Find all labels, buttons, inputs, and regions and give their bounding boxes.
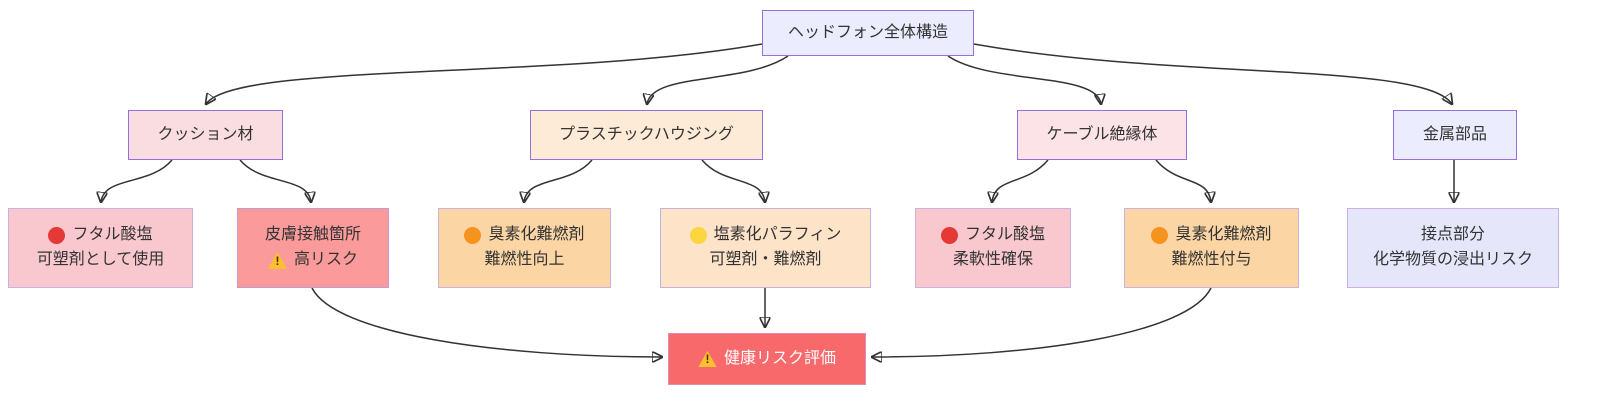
edge-brominated2-to-risk <box>872 287 1212 357</box>
node-sublabel: 可塑剤・難燃剤 <box>709 251 822 268</box>
edge-skin-to-risk <box>311 287 662 357</box>
edge-cushion-to-phthalates <box>101 159 173 202</box>
node-skin-contact: 皮膚接触箇所 高リスク <box>237 208 389 288</box>
node-metal-parts: 金属部品 <box>1393 110 1517 160</box>
edge-cable-to-brominated <box>1155 159 1211 202</box>
edge-root-to-cable <box>947 55 1101 104</box>
node-cable-phthalates: フタル酸塩 柔軟性確保 <box>915 208 1071 288</box>
edge-root-to-cushion <box>206 43 763 104</box>
node-label: ヘッドフォン全体構造 <box>787 23 948 41</box>
node-contact-points: 接点部分 化学物質の浸出リスク <box>1347 208 1559 288</box>
edge-housing-to-brominated <box>524 159 593 202</box>
yellow-circle-icon <box>689 227 707 245</box>
node-sublabel: 高リスク <box>293 251 358 268</box>
node-label: フタル酸塩 <box>964 226 1045 244</box>
node-sublabel: 難燃性向上 <box>484 251 565 268</box>
node-label: フタル酸塩 <box>72 226 153 244</box>
warning-icon <box>697 350 717 368</box>
orange-circle-icon <box>464 227 482 245</box>
node-label: クッション材 <box>157 125 254 143</box>
edge-cushion-to-skin <box>239 159 311 202</box>
node-label: ケーブル絶縁体 <box>1046 125 1158 143</box>
node-label: 臭素化難燃剤 <box>1175 226 1272 244</box>
node-cable-insulation: ケーブル絶縁体 <box>1017 110 1187 160</box>
node-cable-brominated: 臭素化難燃剤 難燃性付与 <box>1124 208 1299 288</box>
edge-root-to-housing <box>647 55 789 104</box>
red-circle-icon <box>48 227 66 245</box>
node-label: プラスチックハウジング <box>559 125 734 143</box>
node-label: 接点部分 <box>1420 226 1485 244</box>
node-label: 臭素化難燃剤 <box>488 226 585 244</box>
node-sublabel: 化学物質の浸出リスク <box>1372 251 1533 268</box>
edge-root-to-metal <box>973 43 1452 104</box>
node-cushion-phthalates: フタル酸塩 可塑剤として使用 <box>8 208 193 288</box>
node-cushion-material: クッション材 <box>128 110 283 160</box>
node-chlorinated-paraffin: 塩素化パラフィン 可塑剤・難燃剤 <box>660 208 871 288</box>
node-label: 健康リスク評価 <box>723 349 836 367</box>
node-label: 金属部品 <box>1422 125 1487 143</box>
warning-icon <box>267 252 287 269</box>
node-sublabel: 難燃性付与 <box>1171 251 1252 268</box>
edge-cable-to-phthalates <box>992 159 1049 202</box>
node-health-risk-assessment: 健康リスク評価 <box>668 333 866 385</box>
node-label: 塩素化パラフィン <box>713 226 842 244</box>
node-plastic-housing: プラスチックハウジング <box>530 110 763 160</box>
red-circle-icon <box>940 227 958 245</box>
orange-circle-icon <box>1151 227 1169 245</box>
node-headphone-structure: ヘッドフォン全体構造 <box>762 10 974 56</box>
edge-housing-to-chlorinated <box>701 159 765 202</box>
node-sublabel: 柔軟性確保 <box>952 251 1033 268</box>
node-housing-brominated: 臭素化難燃剤 難燃性向上 <box>438 208 611 288</box>
node-label: 皮膚接触箇所 <box>264 226 361 244</box>
node-sublabel: 可塑剤として使用 <box>36 251 165 268</box>
